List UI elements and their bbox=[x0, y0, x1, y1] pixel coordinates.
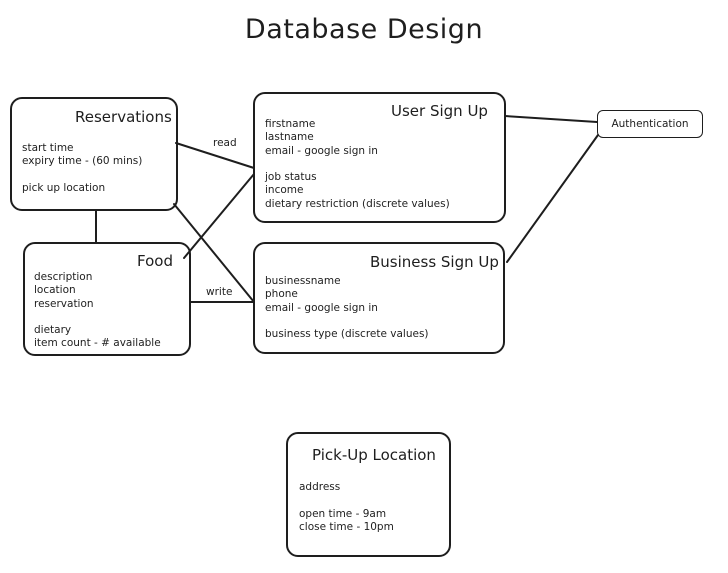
field-spacer bbox=[34, 311, 161, 324]
entity-pickup-location: Pick-Up Location address open time - 9am… bbox=[286, 432, 451, 557]
field-item: businessname bbox=[265, 275, 341, 287]
edge-reservations-business-signup bbox=[173, 203, 255, 303]
entity-user-signup: User Sign Up firstname lastname email - … bbox=[253, 92, 506, 223]
field-list-reservations: start time expiry time - (60 mins) pick … bbox=[22, 142, 142, 195]
edge-food-user-signup bbox=[183, 173, 255, 259]
field-item: phone bbox=[265, 288, 298, 301]
field-list-food: description location reservation dietary… bbox=[34, 271, 161, 351]
edge-user-signup-authentication bbox=[504, 115, 598, 123]
entity-title-food: Food bbox=[137, 252, 173, 270]
field-item: email - google sign in bbox=[265, 144, 378, 157]
field-item: expiry time - (60 mins) bbox=[22, 155, 143, 168]
edge-reservations-user-signup bbox=[175, 142, 255, 169]
field-item: email - google sign in bbox=[265, 301, 378, 314]
entity-business-signup: Business Sign Up businessname phone emai… bbox=[253, 242, 505, 354]
field-item: income bbox=[265, 184, 304, 197]
field-item: dietary bbox=[34, 324, 72, 337]
field-item: close time - 10pm bbox=[299, 520, 394, 533]
entity-title-authentication: Authentication bbox=[611, 118, 689, 130]
entity-title-pickup-location: Pick-Up Location bbox=[312, 446, 436, 464]
field-item: location bbox=[34, 284, 76, 297]
field-spacer bbox=[299, 494, 394, 507]
field-item: lastname bbox=[265, 131, 314, 144]
field-item: item count - # available bbox=[34, 337, 161, 350]
page-title: Database Design bbox=[244, 14, 484, 45]
entity-reservations: Reservations start time expiry time - (6… bbox=[10, 97, 178, 211]
entity-title-business-signup: Business Sign Up bbox=[370, 253, 499, 271]
field-item: firstname bbox=[265, 118, 316, 130]
entity-food: Food description location reservation di… bbox=[23, 242, 191, 356]
entity-title-user-signup: User Sign Up bbox=[391, 102, 488, 120]
field-spacer bbox=[265, 315, 429, 328]
field-item: address bbox=[299, 481, 341, 493]
field-spacer bbox=[22, 169, 142, 182]
field-item: pick up location bbox=[22, 181, 106, 194]
field-list-user-signup: firstname lastname email - google sign i… bbox=[265, 118, 450, 211]
field-item: description bbox=[34, 271, 93, 283]
field-item: business type (discrete values) bbox=[265, 328, 429, 341]
field-list-pickup-location: address open time - 9am close time - 10p… bbox=[299, 481, 394, 534]
field-item: start time bbox=[22, 142, 74, 154]
field-item: job status bbox=[265, 171, 317, 184]
field-item: reservation bbox=[34, 297, 94, 310]
edge-business-signup-authentication bbox=[506, 134, 599, 263]
field-list-business-signup: businessname phone email - google sign i… bbox=[265, 275, 429, 341]
edge-label-write: write bbox=[206, 286, 233, 298]
field-item: dietary restriction (discrete values) bbox=[265, 197, 450, 210]
field-spacer bbox=[265, 158, 450, 171]
entity-title-reservations: Reservations bbox=[75, 108, 172, 126]
field-item: open time - 9am bbox=[299, 507, 387, 520]
edge-label-read: read bbox=[213, 137, 237, 149]
entity-authentication: Authentication bbox=[597, 110, 703, 138]
